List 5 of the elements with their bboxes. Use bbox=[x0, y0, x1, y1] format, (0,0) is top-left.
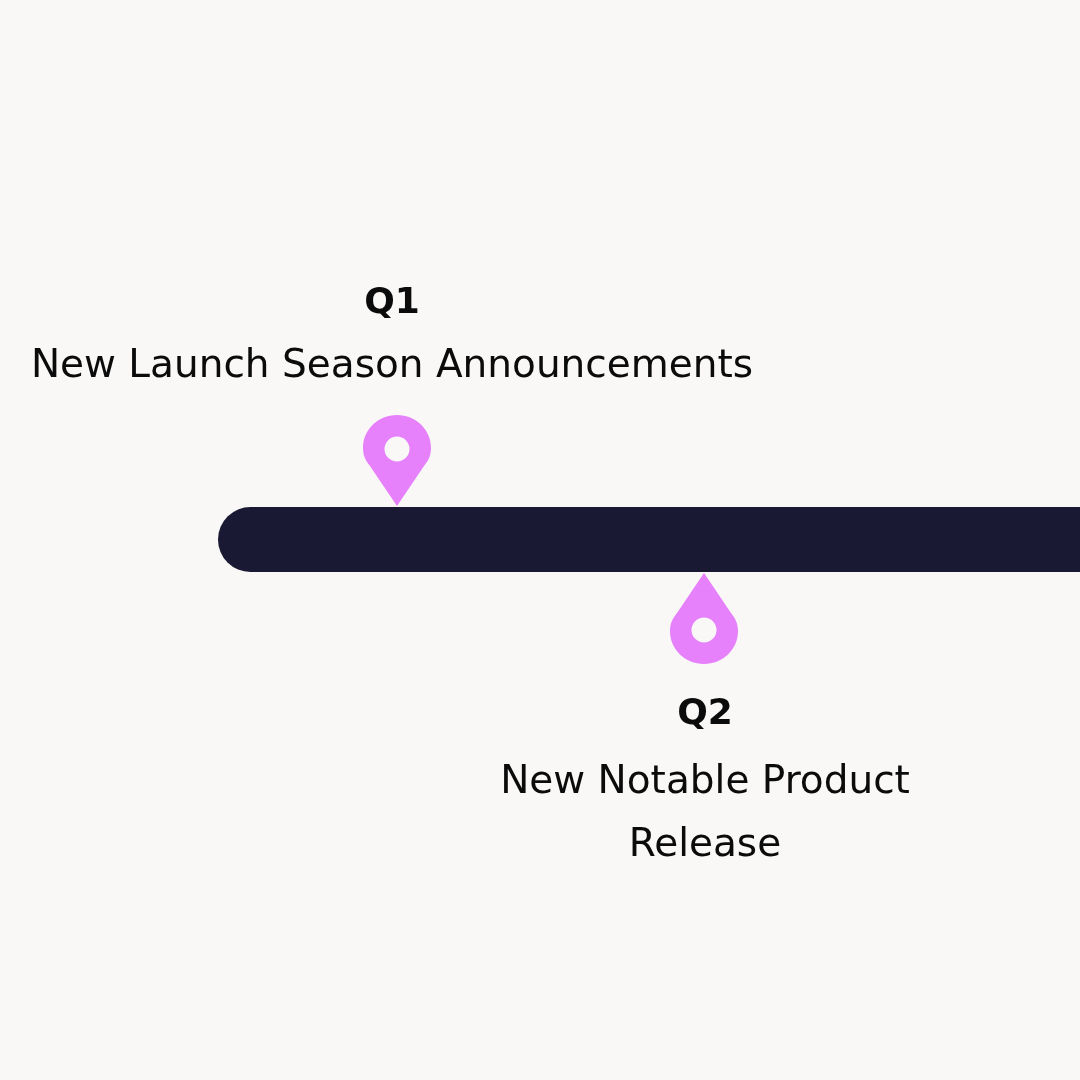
milestone-description: New Notable Product Release bbox=[499, 756, 911, 867]
milestone-description: New Launch Season Announcements bbox=[29, 340, 755, 388]
milestone-heading: Q1 bbox=[363, 279, 421, 323]
timeline-bar bbox=[218, 507, 1080, 572]
milestone-heading: Q2 bbox=[676, 690, 734, 734]
